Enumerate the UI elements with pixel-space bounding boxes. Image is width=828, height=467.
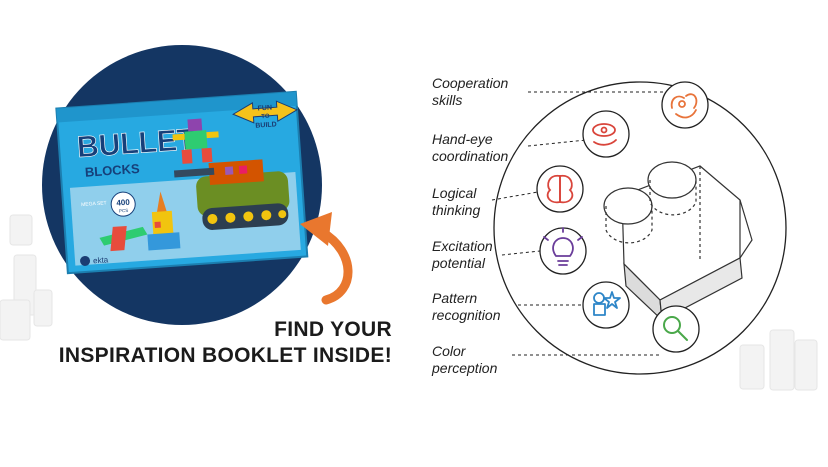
skill-label-line: Cooperation	[432, 75, 509, 91]
ekta-logo: ekta	[80, 255, 109, 266]
skill-label-line: Excitation	[432, 238, 493, 254]
rocket-model-image	[147, 191, 181, 251]
skill-label-logical: Logical thinking	[432, 185, 480, 219]
background-blocks	[0, 214, 818, 391]
pointer-arrow-icon	[300, 212, 353, 305]
skill-label-cooperation: Cooperation skills	[432, 75, 508, 109]
set-tag-text: MEGA SET	[81, 200, 107, 208]
piece-count-badge: 400 PCS	[110, 191, 136, 217]
badgeBottom-text: BUILD	[255, 121, 277, 129]
skill-label-line: potential	[432, 255, 485, 271]
brain-icon	[536, 165, 584, 213]
brand-title-line1: BULLET	[76, 123, 196, 164]
magnifier-icon	[652, 305, 700, 353]
countNum-text: 400	[116, 198, 130, 208]
skill-label-line: coordination	[432, 148, 509, 164]
fun-to-build-badge: FUN TO BUILD	[232, 100, 299, 130]
eye-hand-icon	[582, 110, 630, 158]
tank-model-image	[173, 159, 290, 230]
skill-label-pattern: Pattern recognition	[432, 290, 501, 324]
skill-label-hand-eye: Hand-eye coordination	[432, 131, 508, 165]
plane-model-image	[99, 225, 148, 252]
bullet-block-drawing	[493, 81, 787, 375]
lightbulb-icon	[539, 227, 587, 275]
skill-label-line: recognition	[432, 307, 501, 323]
logoText-text: ekta	[93, 255, 109, 265]
skill-label-color: Color perception	[432, 343, 497, 377]
skill-label-line: Hand-eye	[432, 131, 493, 147]
robot-figure-icon	[172, 118, 219, 164]
shapes-icon	[582, 281, 630, 329]
cta-line-1: FIND YOUR	[274, 318, 392, 341]
skill-label-line: Pattern	[432, 290, 478, 306]
cta-line-2: INSPIRATION BOOKLET INSIDE!	[58, 344, 392, 367]
skill-label-excitation: Excitation potential	[432, 238, 493, 272]
hands-icon	[661, 81, 709, 129]
leader-lines	[491, 91, 668, 356]
product-box: BULLET BLOCKS FUN TO BUILD	[55, 90, 309, 275]
skill-label-line: Logical	[432, 185, 477, 201]
skill-label-line: thinking	[432, 202, 481, 218]
skill-label-line: skills	[432, 92, 463, 108]
badgeMid-text: TO	[261, 114, 270, 121]
skill-label-line: perception	[432, 360, 498, 376]
countUnit-text: PCS	[119, 208, 129, 214]
skill-label-line: Color	[432, 343, 466, 359]
badgeTop-text: FUN	[257, 105, 272, 113]
brand-title-line2: BLOCKS	[84, 161, 140, 180]
